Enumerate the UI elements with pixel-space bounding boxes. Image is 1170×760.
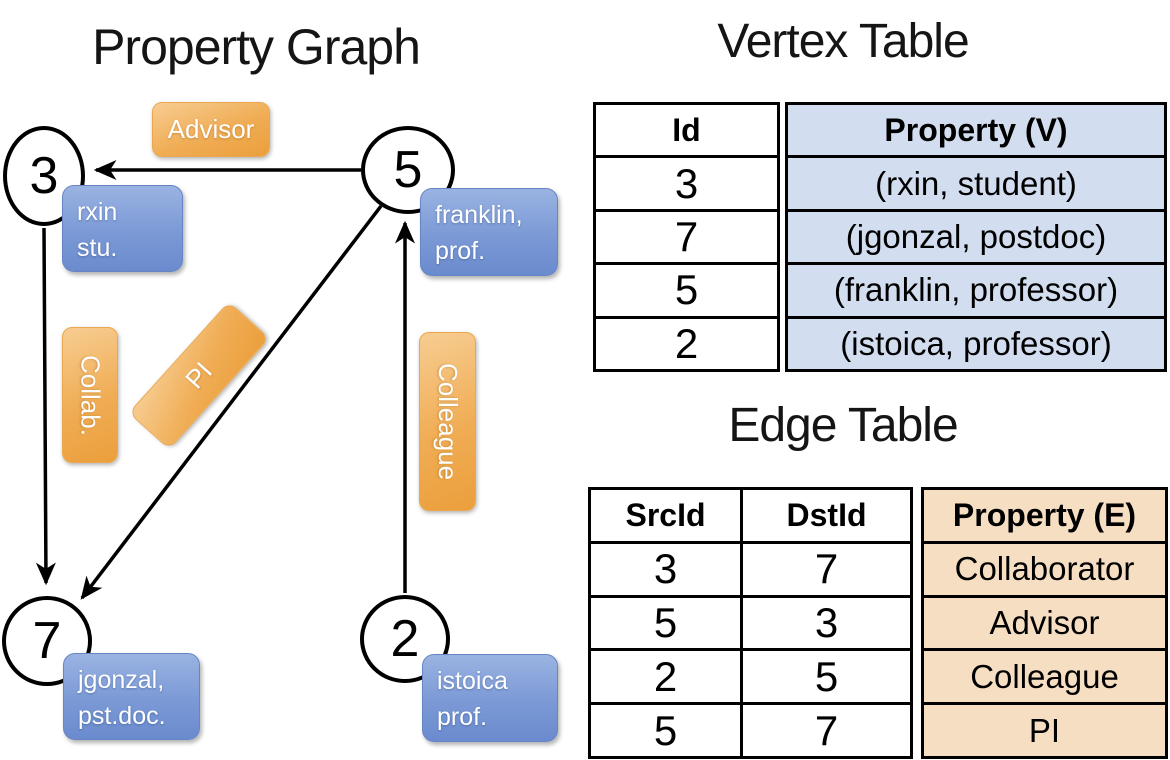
edge-table-srcid-cell: 5 <box>591 702 740 756</box>
vertex-2-line1: istoica <box>437 667 508 695</box>
edge-table-id-columns: SrcId 3 5 2 5 DstId 7 3 5 7 <box>588 487 913 759</box>
edge-table-property-cell: PI <box>924 702 1165 756</box>
vertex-3-line2: stu. <box>77 234 118 262</box>
property-graph-title: Property Graph <box>92 19 421 75</box>
vertex-table: Id 3 7 5 2 Property (V) (rxin, student) … <box>593 102 1167 372</box>
edge-table-property-column: Property (E) Collaborator Advisor Collea… <box>921 487 1168 759</box>
vertex-2-line2: prof. <box>437 703 488 731</box>
vertex-table-header-id: Id <box>672 111 701 148</box>
vertex-table-id-cell: 3 <box>596 155 777 208</box>
vertex-7-line1: jgonzal, <box>78 666 165 694</box>
edge-table-property-cell: Advisor <box>924 594 1165 649</box>
vertex-property-box-7: jgonzal, pst.doc. <box>63 653 200 740</box>
vertex-property-box-2: istoica prof. <box>422 654 558 742</box>
vertex-table-id-cell: 7 <box>596 208 777 262</box>
vertex-table-id-cell: 5 <box>596 262 777 315</box>
edge-label-colleague-text: Colleague <box>433 362 463 481</box>
edge-table-dstid-cell: 3 <box>743 594 910 649</box>
node-7-id: 7 <box>32 612 62 670</box>
edge-table-srcid-cell: 3 <box>591 540 740 595</box>
edge-label-pi-text: PI <box>179 356 218 395</box>
edge-table-property-cell: Colleague <box>924 648 1165 702</box>
edge-collab-3-to-7 <box>35 227 56 586</box>
vertex-property-box-5: franklin, prof. <box>420 188 558 276</box>
vertex-5-line2: prof. <box>435 237 486 265</box>
edge-table-property-cell: Collaborator <box>924 540 1165 595</box>
edge-label-advisor: Advisor <box>152 102 270 157</box>
vertex-table-property-column: Property (V) (rxin, student) (jgonzal, p… <box>785 102 1167 372</box>
edge-table-header-property: Property (E) <box>952 496 1137 533</box>
edge-table: SrcId 3 5 2 5 DstId 7 3 5 7 Property (E)… <box>588 487 1168 759</box>
edge-label-collab-text: Collab. <box>75 354 106 436</box>
edge-table-srcid-column: SrcId 3 5 2 5 <box>591 490 740 756</box>
vertex-table-title: Vertex Table <box>717 15 969 68</box>
edge-table-dstid-cell: 7 <box>743 540 910 595</box>
edge-table-dstid-column: DstId 7 3 5 7 <box>740 490 910 756</box>
graph-node-3: 3 <box>3 126 85 226</box>
vertex-property-box-3: rxin stu. <box>62 185 183 272</box>
edge-table-srcid-cell: 5 <box>591 594 740 649</box>
vertex-table-property-cell: (rxin, student) <box>788 155 1164 208</box>
vertex-5-line1: franklin, <box>435 201 523 229</box>
edge-label-colleague: Colleague <box>419 332 476 511</box>
vertex-table-property-cell: (istoica, professor) <box>788 315 1164 369</box>
vertex-table-property-cell: (jgonzal, postdoc) <box>788 208 1164 262</box>
vertex-7-line2: pst.doc. <box>78 702 166 730</box>
vertex-table-property-cell: (franklin, professor) <box>788 262 1164 315</box>
edge-table-title: Edge Table <box>728 399 958 452</box>
edge-table-header-dstid: DstId <box>786 496 867 533</box>
edge-table-srcid-cell: 2 <box>591 648 740 702</box>
node-2-id: 2 <box>390 610 420 668</box>
edge-label-advisor-text: Advisor <box>167 114 255 144</box>
vertex-3-line1: rxin <box>77 198 118 226</box>
edge-table-header-srcid: SrcId <box>625 496 706 533</box>
graph-node-5: 5 <box>361 126 455 214</box>
edge-table-dstid-cell: 5 <box>743 648 910 702</box>
edge-label-pi: PI <box>128 301 270 450</box>
vertex-table-id-column: Id 3 7 5 2 <box>593 102 780 372</box>
edge-label-collab: Collab. <box>62 327 118 463</box>
vertex-table-header-property: Property (V) <box>884 111 1068 148</box>
vertex-table-id-cell: 2 <box>596 315 777 369</box>
node-5-id: 5 <box>393 141 423 199</box>
edge-table-dstid-cell: 7 <box>743 702 910 756</box>
node-3-id: 3 <box>29 147 59 205</box>
